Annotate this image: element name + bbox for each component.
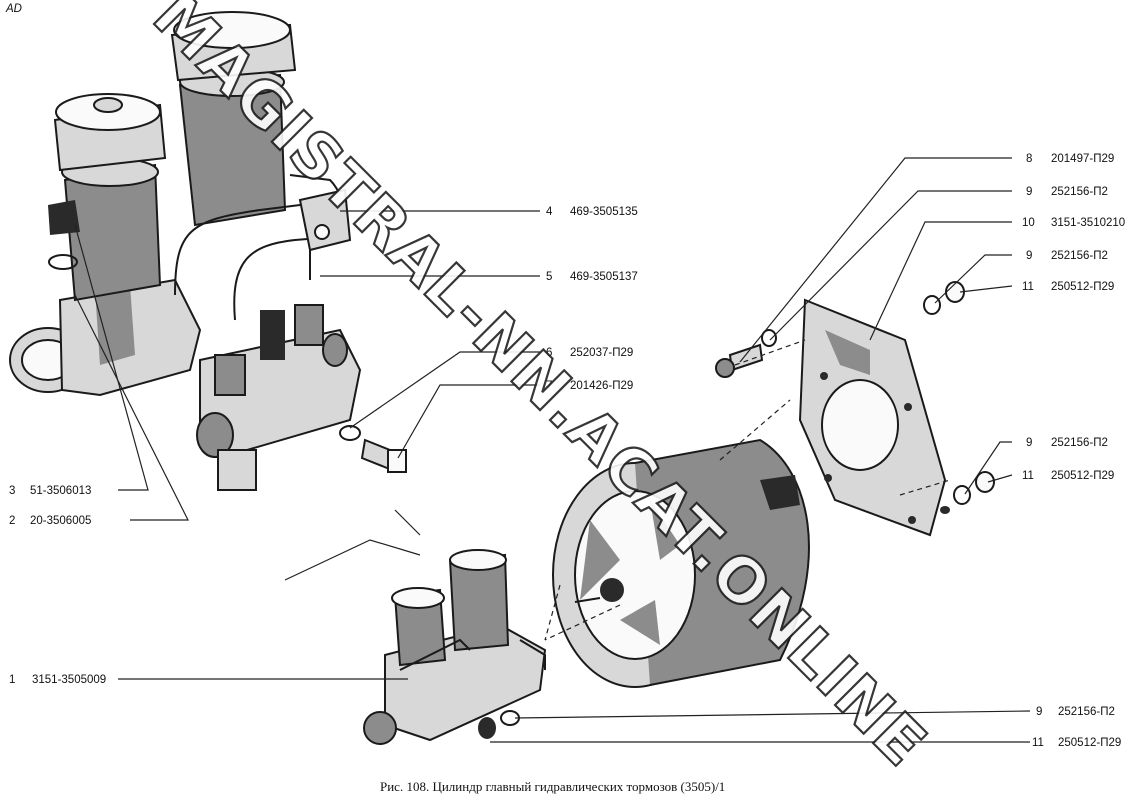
callout-part: 201426-П29 <box>570 380 633 392</box>
callout-num: 9 <box>1026 250 1032 262</box>
callout-part: 252156-П2 <box>1051 250 1108 262</box>
callout-part: 3151-3510210 <box>1051 217 1125 229</box>
callout-num: 6 <box>546 347 552 359</box>
callout-num: 10 <box>1022 217 1035 229</box>
callout-part: 250512-П29 <box>1058 737 1121 749</box>
assembly-guides <box>284 339 951 641</box>
master-cylinder-detail <box>9 11 407 491</box>
callout-num: 4 <box>546 206 553 218</box>
callout-num: 3 <box>9 485 15 497</box>
callout-part: 201497-П29 <box>1051 153 1114 165</box>
callout-part: 252037-П29 <box>570 347 633 359</box>
callout-num: 11 <box>1022 470 1034 482</box>
callout-num: 2 <box>9 515 15 527</box>
callout-part: 469-3505137 <box>570 271 638 283</box>
callout-num: 5 <box>546 271 552 283</box>
callout-part: 250512-П29 <box>1051 470 1114 482</box>
callout-part: 252156-П2 <box>1051 186 1108 198</box>
callout-part: 252156-П2 <box>1058 706 1115 718</box>
callout-num: 7 <box>546 380 552 392</box>
callout-part: 250512-П29 <box>1051 281 1114 293</box>
callout-num: 8 <box>1026 153 1032 165</box>
callout-num: 1 <box>9 674 15 686</box>
callout-part: 20-3506005 <box>30 515 91 527</box>
callout-num: 11 <box>1022 281 1034 293</box>
callout-part: 469-3505135 <box>570 206 638 218</box>
corner-mark: AD <box>5 3 22 15</box>
callout-num: 9 <box>1026 437 1032 449</box>
callout-part: 252156-П2 <box>1051 437 1108 449</box>
master-cylinder-assembly <box>363 549 547 745</box>
figure-caption: Рис. 108. Цилиндр главный гидравлических… <box>380 779 725 794</box>
callout-num: 9 <box>1026 186 1032 198</box>
callout-part: 51-3506013 <box>30 485 91 497</box>
callout-part: 3151-3505009 <box>32 674 106 686</box>
leader-lines <box>74 157 1031 743</box>
callout-labels: 1 3151-3505009 2 20-3506005 3 51-3506013… <box>9 153 1125 749</box>
vacuum-booster <box>552 438 810 688</box>
callout-num: 11 <box>1032 737 1044 749</box>
callout-num: 9 <box>1036 706 1042 718</box>
